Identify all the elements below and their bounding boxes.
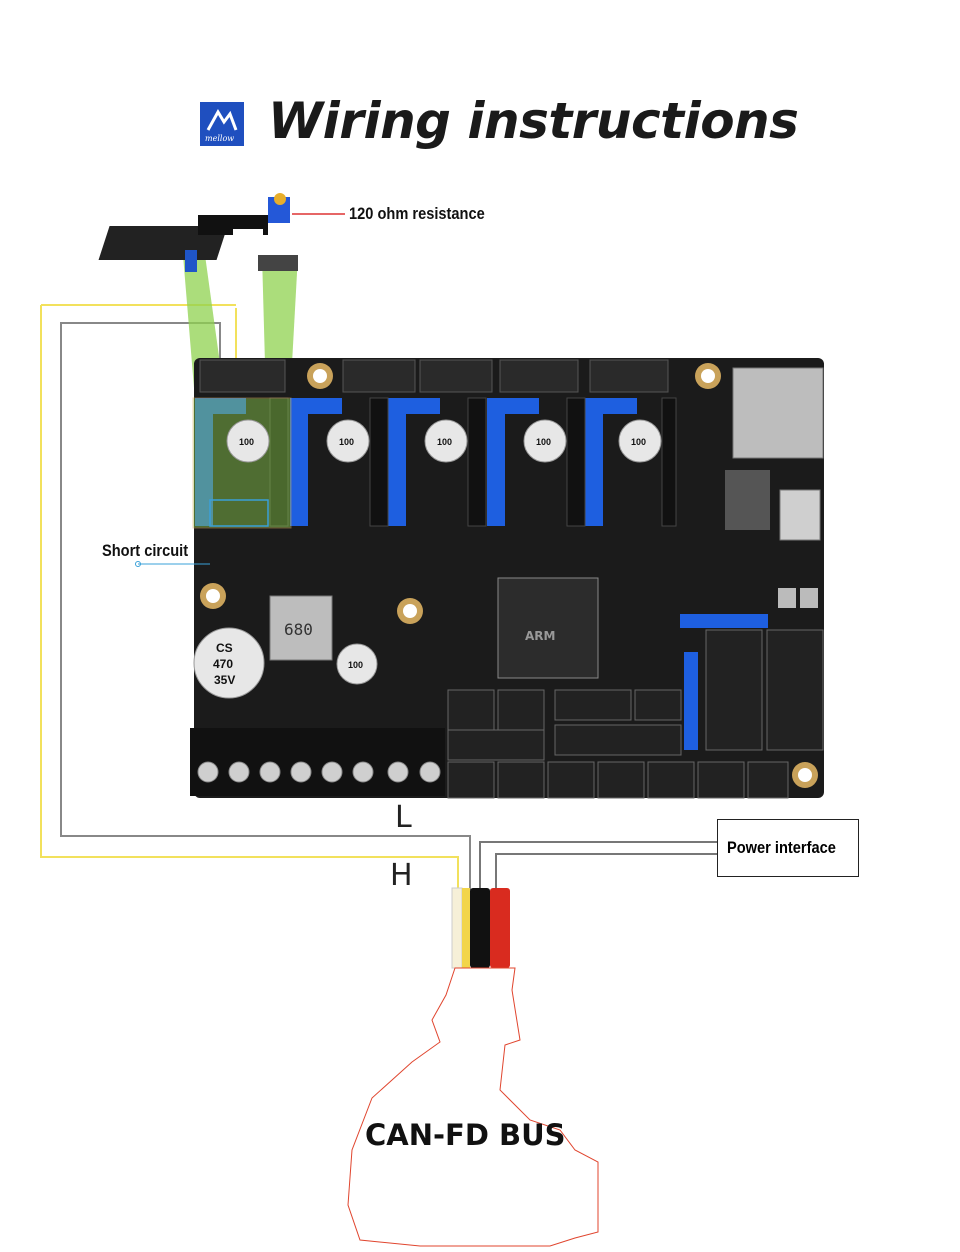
exp-connector (705, 629, 763, 751)
driver-slots (195, 397, 677, 527)
bottom-connector (697, 761, 745, 799)
inductor-mark: 680 (284, 620, 313, 639)
red-wire (490, 888, 510, 968)
mount-hole (701, 369, 715, 383)
cap-label: 100 (348, 660, 363, 670)
terminal-screw (228, 761, 250, 783)
short-circuit-highlight (209, 499, 269, 527)
bottom-connector (447, 729, 545, 761)
yellow-wire (40, 305, 459, 890)
wire-h-label: H (390, 858, 413, 893)
reset-button (800, 588, 818, 608)
can-fd-bus-label: CAN-FD BUS (365, 1118, 566, 1152)
cap-label: 100 (339, 437, 354, 447)
bottom-connector (747, 761, 789, 799)
terminal-screw (352, 761, 374, 783)
top-connector (342, 359, 416, 393)
mellow-logo: mellow (200, 102, 244, 146)
power-wire-1 (479, 841, 717, 890)
black-wire (470, 888, 490, 968)
gray-wire (60, 322, 471, 890)
jumper-highlight (192, 397, 292, 529)
bottom-connector (447, 689, 495, 731)
resistance-label: 120 ohm resistance (349, 204, 485, 223)
terminal-screw (387, 761, 409, 783)
fpc-connector (725, 470, 770, 530)
mount-hole (206, 589, 220, 603)
bottom-connector (647, 761, 695, 799)
capacitors-small (226, 419, 662, 685)
cap-label: 100 (437, 437, 452, 447)
terminal-screw (419, 761, 441, 783)
yellow-wire-end (462, 888, 470, 968)
mcu-chip (497, 577, 599, 679)
cap-large-label: CS (216, 641, 233, 655)
cap-label: 100 (631, 437, 646, 447)
top-connector (499, 359, 579, 393)
top-connector (199, 359, 286, 393)
logo-text: mellow (205, 134, 235, 143)
bottom-connector (554, 689, 632, 721)
cap-large-label: 470 (213, 657, 233, 671)
exp-connector (766, 629, 824, 751)
bottom-connector (447, 761, 495, 799)
capacitor-large (193, 627, 265, 699)
power-interface-label: Power interface (727, 838, 836, 857)
bottom-connector (597, 761, 645, 799)
inductor (269, 595, 333, 661)
bus-outline (347, 967, 599, 1247)
white-wire (451, 887, 463, 969)
cap-large-label: 35V (214, 673, 235, 687)
short-circuit-dot (135, 561, 141, 567)
sd-card-slot (732, 367, 824, 459)
mount-hole (313, 369, 327, 383)
mount-hole (403, 604, 417, 618)
reset-button (778, 588, 796, 608)
bottom-connector (554, 724, 682, 756)
power-interface-box: Power interface (717, 819, 859, 877)
blue-header (684, 652, 698, 750)
cap-label: 100 (239, 437, 254, 447)
mount-hole (798, 768, 812, 782)
can-module (98, 193, 298, 272)
terminal-screw (259, 761, 281, 783)
usb-c-port (779, 489, 821, 541)
blue-header (680, 614, 768, 628)
terminal-screw (321, 761, 343, 783)
top-connector (589, 359, 669, 393)
page-title: Wiring instructions (268, 92, 799, 150)
bottom-connector (497, 689, 545, 731)
short-circuit-label: Short circuit (102, 541, 189, 560)
bottom-connector (634, 689, 682, 721)
wire-l-label: L (395, 800, 412, 835)
top-connector (419, 359, 493, 393)
terminal-screw (197, 761, 219, 783)
logo-mark-icon (206, 109, 238, 131)
mcu-mark: ARM (525, 629, 555, 643)
bottom-connector (547, 761, 595, 799)
bottom-connector (497, 761, 545, 799)
terminal-screw (290, 761, 312, 783)
power-wire-2 (495, 853, 717, 890)
terminal-block (190, 728, 445, 796)
cap-label: 100 (536, 437, 551, 447)
